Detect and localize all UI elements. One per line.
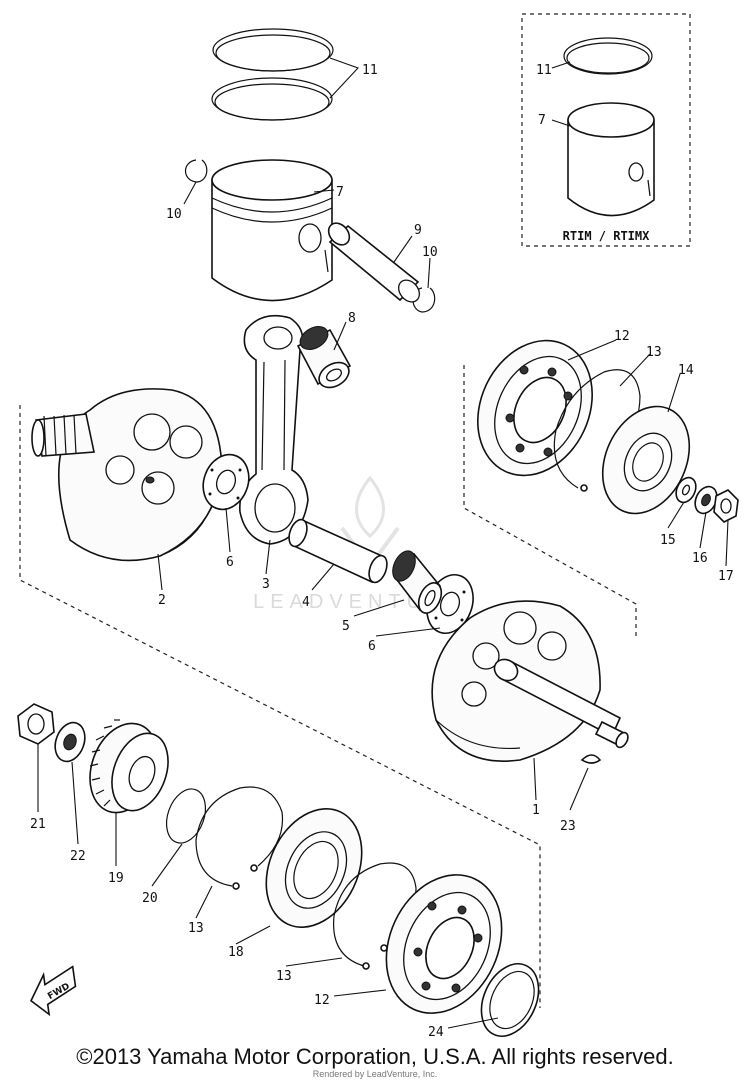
callout-3: 3 — [262, 577, 270, 592]
callout-5: 5 — [342, 619, 350, 634]
callout-4: 4 — [302, 595, 310, 610]
o-ring-20 — [165, 788, 207, 844]
callout-10: 10 — [166, 207, 182, 222]
small-end-bearing — [296, 326, 352, 389]
copyright-notice: ©2013 Yamaha Motor Corporation, U.S.A. A… — [76, 1044, 674, 1069]
bearing-lower — [385, 874, 503, 1014]
lock-washer-16 — [694, 485, 718, 515]
callout-8: 8 — [348, 311, 356, 326]
inset-model-label: RTIM / RTIMX — [563, 229, 650, 243]
woodruff-key — [580, 754, 602, 764]
callout-13: 13 — [646, 345, 662, 360]
callout-18: 18 — [228, 945, 244, 960]
rendered-by-credit: Rendered by LeadVenture, Inc. — [312, 1069, 438, 1079]
callouts: 11 7 10 9 10 8 6 3 2 4 5 6 1 23 12 13 14… — [30, 63, 734, 1040]
callout-6: 6 — [226, 555, 234, 570]
inset-piston-ring — [563, 37, 653, 75]
nut-21 — [17, 703, 55, 745]
callout-11: 11 — [536, 63, 552, 78]
callout-15: 15 — [660, 533, 676, 548]
circlip-lower-left — [195, 786, 284, 890]
callout-6: 6 — [368, 639, 376, 654]
crank-pin — [288, 518, 388, 584]
callout-7: 7 — [336, 185, 344, 200]
callout-20: 20 — [142, 891, 158, 906]
callout-2: 2 — [158, 593, 166, 608]
big-end-bearing — [392, 550, 443, 614]
inset-piston — [567, 102, 655, 217]
callout-13: 13 — [188, 921, 204, 936]
connecting-rod — [239, 314, 309, 545]
callout-1: 1 — [532, 803, 540, 818]
primary-drive-gear — [89, 719, 169, 814]
washer-15 — [675, 476, 697, 504]
crank-wheel-right — [431, 600, 629, 762]
crank-wheel-left — [31, 388, 223, 562]
circlip-left — [184, 159, 208, 183]
callout-23: 23 — [560, 819, 576, 834]
callout-10: 10 — [422, 245, 438, 260]
group-boundaries — [19, 13, 691, 1008]
callout-22: 22 — [70, 849, 86, 864]
callout-7: 7 — [538, 113, 546, 128]
callout-12: 12 — [614, 329, 630, 344]
piston-rings — [211, 28, 334, 121]
callout-21: 21 — [30, 817, 46, 832]
nut-17 — [713, 489, 739, 523]
oil-seal-lower — [265, 808, 363, 928]
bearing-right-upper — [477, 339, 593, 477]
fwd-arrow-icon: FWD — [30, 965, 77, 1017]
callout-12: 12 — [314, 993, 330, 1008]
callout-19: 19 — [108, 871, 124, 886]
thrust-washer-right — [426, 574, 474, 634]
callout-11: 11 — [362, 63, 378, 78]
callout-13: 13 — [276, 969, 292, 984]
piston — [211, 159, 333, 302]
lock-washer-22 — [54, 721, 86, 763]
oil-seal-right — [601, 405, 691, 515]
callout-9: 9 — [414, 223, 422, 238]
callout-24: 24 — [428, 1025, 444, 1040]
callout-14: 14 — [678, 363, 694, 378]
callout-17: 17 — [718, 569, 734, 584]
leader-lines — [37, 57, 729, 1029]
piston-pin — [327, 222, 420, 303]
callout-16: 16 — [692, 551, 708, 566]
thrust-washer-left — [202, 453, 250, 511]
